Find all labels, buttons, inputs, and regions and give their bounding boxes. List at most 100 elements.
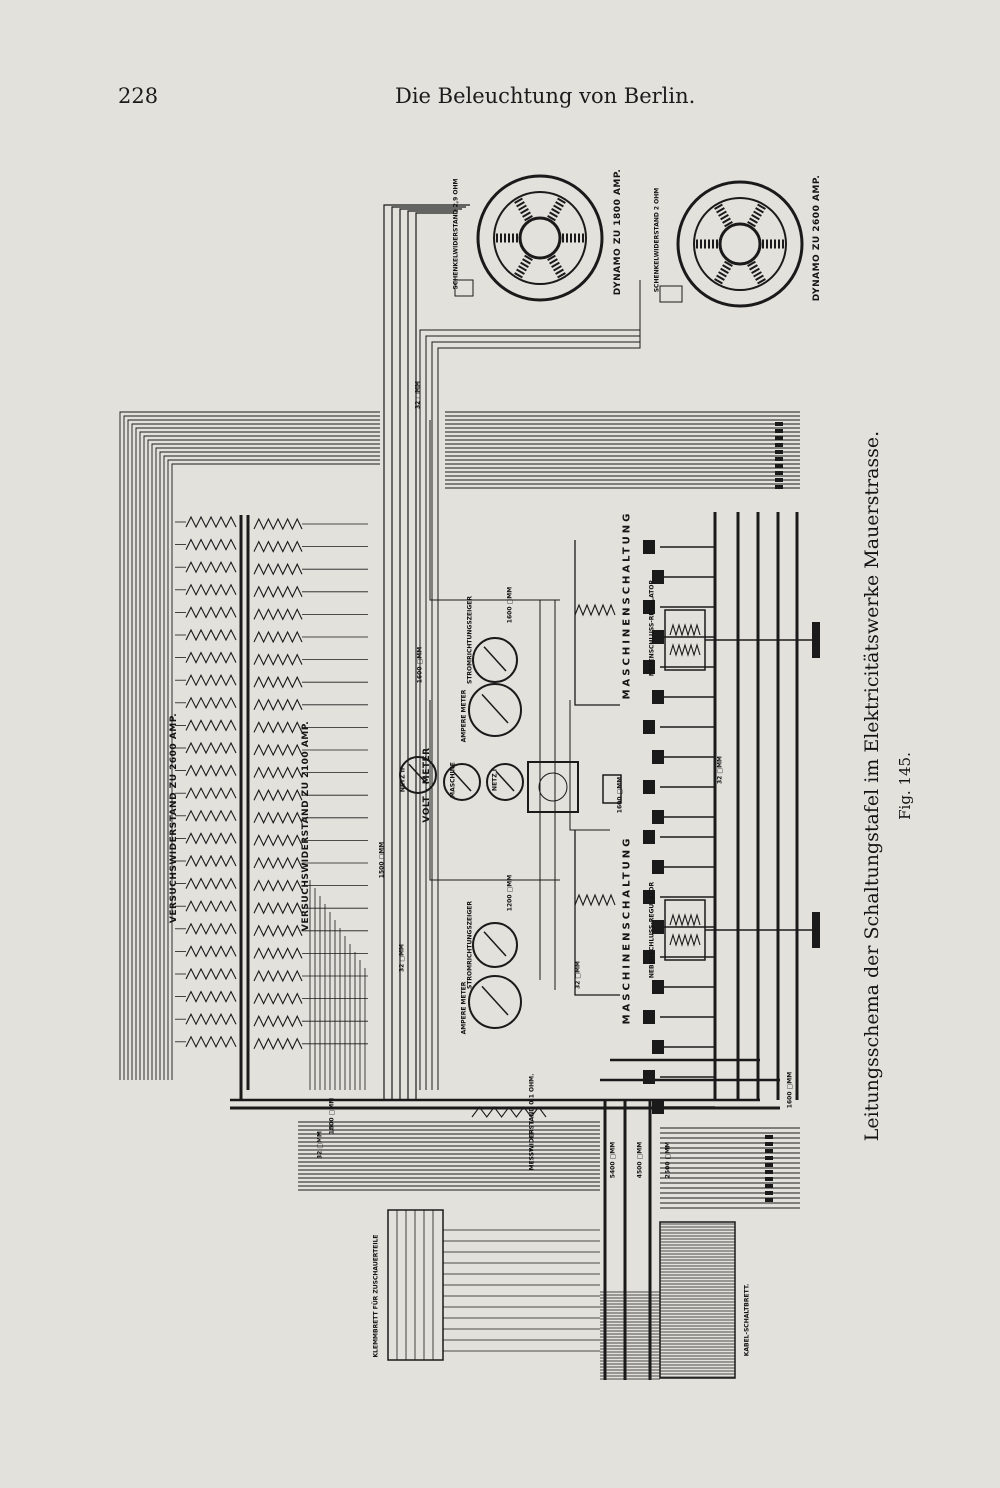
wire (399, 208, 462, 1100)
connector-pin (775, 443, 783, 447)
wire-size-label: 1600 □MM (616, 776, 624, 814)
wire-size-label: 5400 □MM (609, 1141, 617, 1179)
dynamo-ring (476, 174, 604, 302)
meter-dial (468, 975, 522, 1029)
resistor-zigzag (253, 969, 303, 983)
fuse-coil (574, 603, 616, 617)
wire-size-label: 32 □MM (316, 1130, 324, 1160)
meter-needle (483, 931, 507, 957)
switch-blade (643, 720, 655, 734)
resistor-zigzag (253, 540, 303, 553)
resistor-zigzag (253, 992, 303, 1005)
switch-wire (574, 830, 620, 996)
switch-blade (652, 750, 664, 764)
voltmeter-switch-dial (538, 772, 568, 802)
wire (425, 280, 641, 1090)
wire-size-label: 32 □MM (716, 755, 724, 785)
meter-dial (472, 637, 518, 683)
connector-pin (775, 450, 783, 454)
resistor-zigzag (185, 719, 237, 732)
dynamo-pole-winding (547, 254, 566, 279)
wire (437, 280, 641, 1090)
wire-size-label: 32 □MM (414, 380, 422, 410)
connector-pin (765, 1142, 773, 1146)
connector-pin (765, 1135, 773, 1139)
field-resistor-label-1: SCHENKELWIDERSTAND 2,9 OHM (452, 178, 460, 290)
dynamo-armature (718, 222, 762, 266)
bundle-line (159, 451, 380, 1080)
connector-pin (765, 1149, 773, 1153)
voltmeter-switch (527, 761, 579, 813)
wire (429, 700, 560, 881)
wire-size-label: 4500 □MM (636, 1141, 644, 1179)
ammeter-label-2: AMPERE METER (460, 981, 468, 1035)
resistor-zigzag (253, 947, 303, 960)
test-resistor-left-bank (119, 411, 380, 1080)
busbars (230, 512, 799, 1380)
wire (429, 420, 560, 601)
switch-blade (652, 1040, 664, 1054)
bundle-line (131, 423, 380, 1080)
dynamo-1800-icon (454, 174, 604, 302)
resistor-zigzag (253, 834, 303, 847)
connector-pin (765, 1184, 773, 1188)
switch-blade (652, 1100, 664, 1114)
meter-dial (468, 683, 522, 737)
switch-blade (643, 660, 655, 674)
wire (383, 204, 470, 1100)
connector-pin (765, 1198, 773, 1202)
bundle-line (167, 459, 380, 1080)
resistor-zigzag (253, 1037, 303, 1051)
connector-pin (765, 1163, 773, 1167)
current-indicator-label-2: STROMRICHTUNGSZEIGER (466, 901, 474, 989)
bundle-line (139, 431, 380, 1080)
resistor-zigzag (253, 924, 303, 938)
resistor-zigzag (253, 766, 303, 779)
switch-blade (652, 570, 664, 584)
cable-board-label: KABEL-SCHALTBRETT. (743, 1283, 751, 1357)
bundle-line (127, 419, 380, 1080)
regulator-coil (669, 913, 701, 927)
switch-blade (643, 1010, 655, 1024)
wire-size-label: 1600 □MM (416, 646, 424, 684)
dynamo-yoke (493, 191, 587, 285)
connector-pin (775, 485, 783, 489)
resistor-zigzag (185, 696, 237, 710)
resistor-zigzag (185, 515, 237, 529)
voltmeter-dial-netz2: NETZ II (399, 767, 407, 793)
resistor-zigzag (253, 743, 303, 757)
resistor-zigzag (185, 1012, 237, 1026)
wire-size-label: 32 □MM (398, 943, 406, 973)
resistor-zigzag (253, 811, 303, 825)
resistor-zigzag (253, 630, 303, 644)
meters (399, 637, 622, 1029)
field-resistor-label-2: SCHENKELWIDERSTAND 2 OHM (653, 187, 661, 293)
hand-wheel (812, 912, 820, 948)
switch-blade (643, 830, 655, 844)
bundle-line (151, 443, 380, 1080)
switch-blade (643, 780, 655, 794)
resistor-zigzag (185, 538, 237, 551)
wire (569, 700, 610, 831)
connector-pin (775, 429, 783, 433)
wire-size-label: 1600 □MM (506, 586, 514, 624)
resistor-zigzag (185, 809, 237, 823)
bundle-line (147, 439, 380, 1080)
dynamo-label-2: DYNAMO ZU 2600 AMP. (812, 174, 822, 302)
regulator-coil (669, 643, 701, 657)
resistor-zigzag (253, 856, 303, 870)
meter-needle (483, 646, 507, 672)
resistor-zigzag (253, 675, 303, 689)
switch-blade (652, 690, 664, 704)
switch-blade (652, 810, 664, 824)
resistor-zigzag (253, 879, 303, 892)
bundle-line (123, 415, 380, 1080)
connector-pin (775, 464, 783, 468)
resistor-zigzag (185, 786, 237, 800)
figure-number: Fig. 145. (896, 752, 914, 820)
bundle-line (155, 447, 380, 1080)
resistor-zigzag (253, 608, 303, 621)
terminal-board (387, 1209, 444, 1361)
voltmeter-dial-maschine: MASCHINE (449, 762, 457, 798)
